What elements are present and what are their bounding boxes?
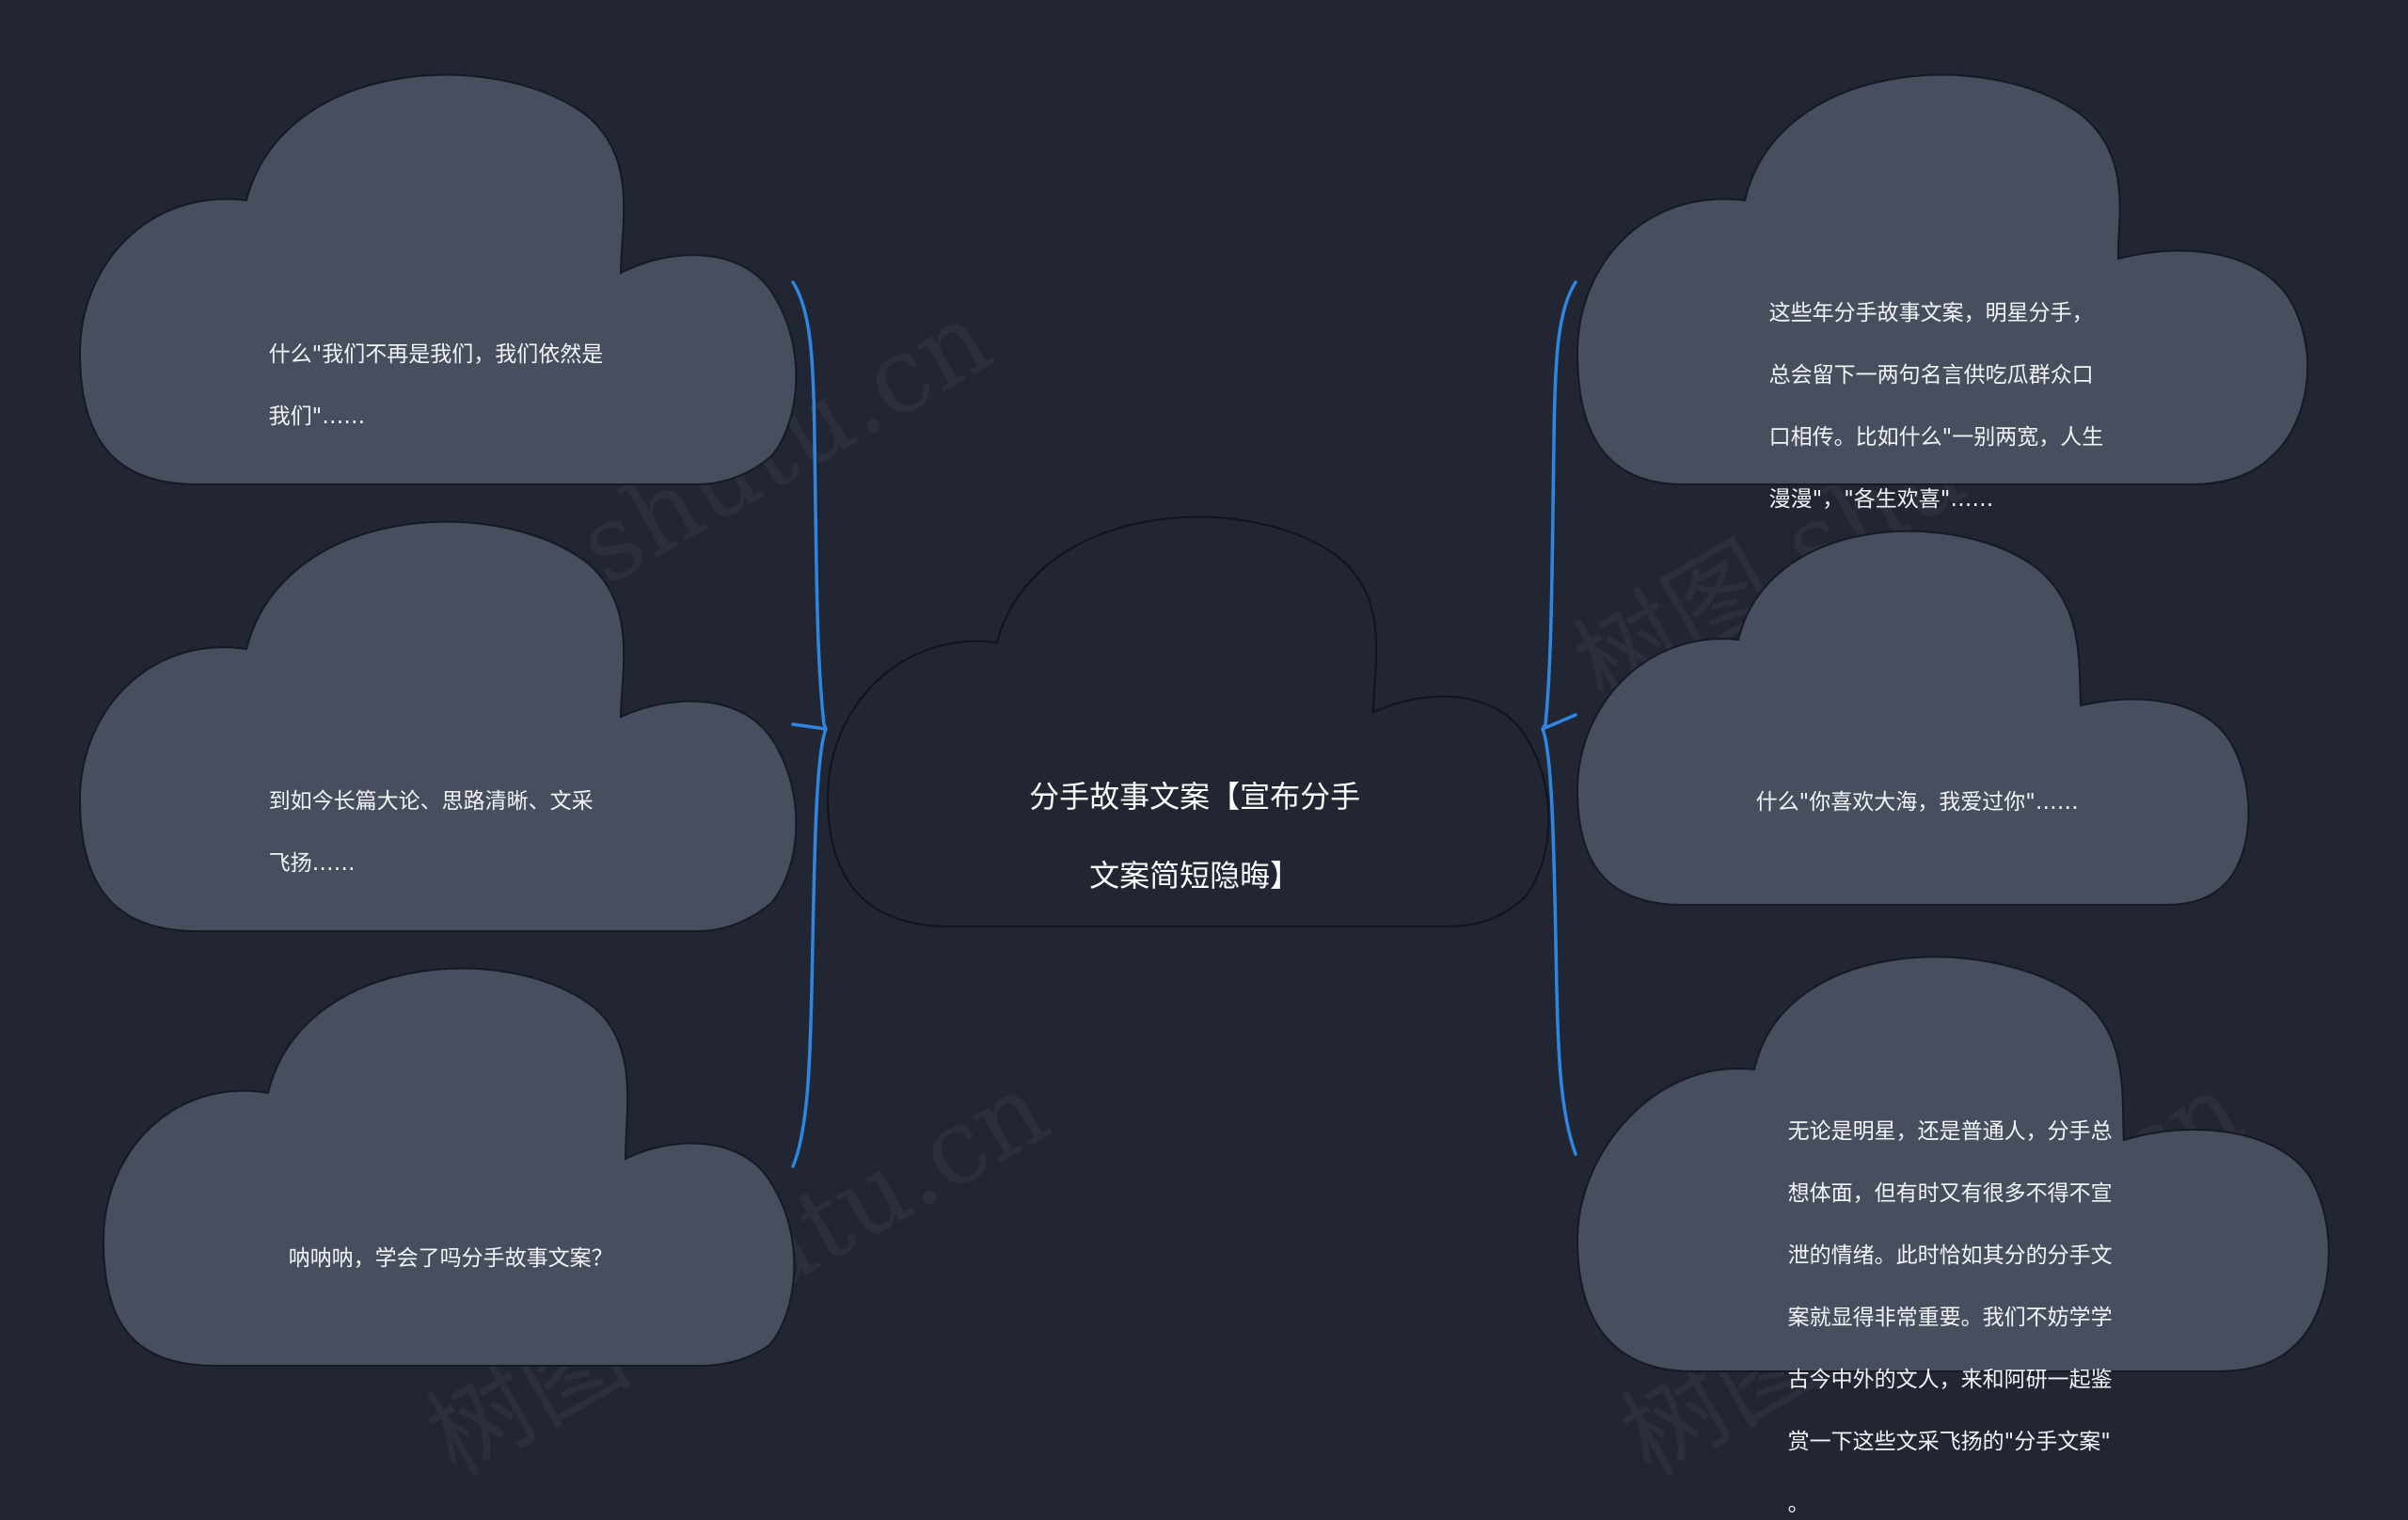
node-right-3-line-6: 赏一下这些文采飞扬的"分手文案" bbox=[1787, 1430, 2111, 1454]
node-right-3-line-3: 泄的情绪。此时恰如其分的分手文 bbox=[1787, 1243, 2113, 1268]
node-right-3[interactable]: 无论是明星，还是普通人，分手总 想体面，但有时又有很多不得不宣 泄的情绪。此时恰… bbox=[1774, 1085, 2169, 1520]
left-connector-bracket bbox=[791, 280, 828, 1168]
cloud-shape-left-2 bbox=[78, 520, 798, 932]
cloud-shape-right-1 bbox=[1576, 73, 2309, 485]
node-right-3-line-1: 无论是明星，还是普通人，分手总 bbox=[1787, 1119, 2113, 1144]
node-right-1-line-4: 漫漫"，"各生欢喜"…… bbox=[1768, 487, 1994, 512]
node-left-3-line-1: 呐呐呐，学会了吗分手故事文案？ bbox=[288, 1246, 613, 1271]
node-left-1-line-1: 什么"我们不再是我们，我们依然是 bbox=[268, 342, 604, 367]
node-right-3-line-7: 。 bbox=[1787, 1492, 1810, 1516]
node-right-3-line-4: 案就显得非常重要。我们不妨学学 bbox=[1787, 1306, 2113, 1330]
cloud-shape-left-1 bbox=[78, 73, 798, 485]
node-left-1-line-2: 我们"…… bbox=[268, 404, 366, 429]
node-left-1[interactable]: 什么"我们不再是我们，我们依然是 我们"…… bbox=[255, 309, 650, 433]
cloud-shape-right-2 bbox=[1576, 530, 2250, 906]
node-right-1-line-2: 总会留下一两句名言供吃瓜群众口 bbox=[1768, 363, 2094, 388]
node-right-3-line-5: 古今中外的文人，来和阿研一起鉴 bbox=[1787, 1368, 2113, 1392]
cloud-shape-right-3 bbox=[1576, 956, 2330, 1372]
node-left-2-line-2: 飞扬…… bbox=[268, 851, 356, 876]
node-right-1[interactable]: 这些年分手故事文案，明星分手， 总会留下一两句名言供吃瓜群众口 口相传。比如什么… bbox=[1755, 267, 2150, 515]
central-topic-line-2: 文案简短隐晦】 bbox=[1089, 858, 1301, 894]
central-topic[interactable]: 分手故事文案【宣布分手 文案简短隐晦】 bbox=[988, 737, 1383, 895]
central-topic-line-1: 分手故事文案【宣布分手 bbox=[1029, 779, 1361, 815]
mindmap-canvas bbox=[78, 73, 2330, 1372]
cloud-shape-left-3 bbox=[102, 967, 796, 1367]
node-left-3[interactable]: 呐呐呐，学会了吗分手故事文案？ bbox=[275, 1212, 670, 1275]
node-right-1-line-3: 口相传。比如什么"一别两宽，人生 bbox=[1768, 425, 2104, 450]
node-right-2-line-1: 什么"你喜欢大海，我爱过你"…… bbox=[1755, 790, 2079, 815]
node-right-2[interactable]: 什么"你喜欢大海，我爱过你"…… bbox=[1742, 756, 2137, 818]
cloud-shape-center bbox=[826, 515, 1550, 927]
node-left-2-line-1: 到如今长篇大论、思路清晰、文采 bbox=[268, 789, 594, 814]
node-left-2[interactable]: 到如今长篇大论、思路清晰、文采 飞扬…… bbox=[255, 755, 650, 879]
right-connector-bracket bbox=[1541, 280, 1577, 1156]
node-right-1-line-1: 这些年分手故事文案，明星分手， bbox=[1768, 301, 2094, 325]
node-right-3-line-2: 想体面，但有时又有很多不得不宣 bbox=[1787, 1181, 2113, 1206]
